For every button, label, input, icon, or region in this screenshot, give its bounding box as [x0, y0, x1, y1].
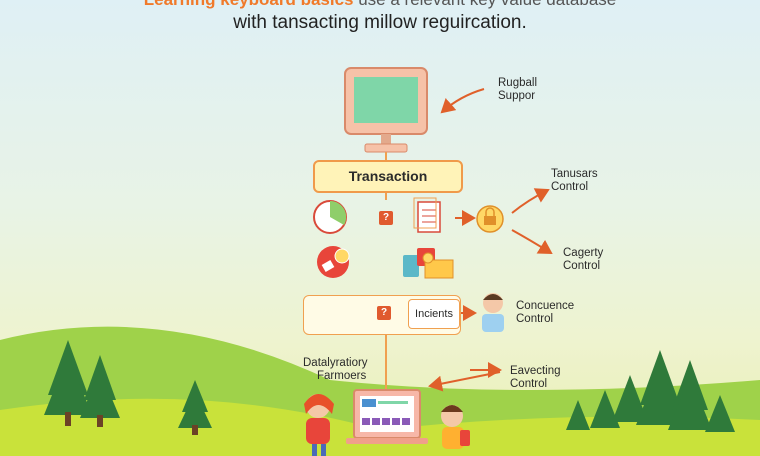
pie-chart-icon: [313, 200, 347, 234]
tree-icon: [44, 340, 212, 435]
transaction-box: Transaction: [313, 160, 463, 193]
incidents-box: Incients: [408, 299, 460, 329]
arrow-rugball: [440, 88, 485, 114]
person-icon: [482, 293, 504, 332]
bag-box-icon: [403, 248, 454, 279]
magnifier-tag-icon: [317, 246, 350, 278]
child-figure-icon: [441, 405, 470, 449]
header-title: with tansacting millow reguircation.: [233, 12, 527, 33]
question-badge: ?: [379, 211, 393, 225]
padlock-icon: [476, 205, 504, 233]
computer-monitor-icon: [344, 67, 428, 153]
tree-icon: [566, 350, 735, 432]
arrow-evecting: [428, 371, 501, 392]
document-icon: [413, 197, 441, 233]
question-badge: ?: [377, 306, 391, 320]
arrow-tanusars: [511, 188, 550, 214]
laptop-icon: [346, 389, 428, 444]
child-figure-icon: [304, 394, 334, 456]
arrow-cagerty: [511, 229, 553, 255]
header-title-partial: Learning keyboard basics use a relevant …: [0, 0, 760, 10]
